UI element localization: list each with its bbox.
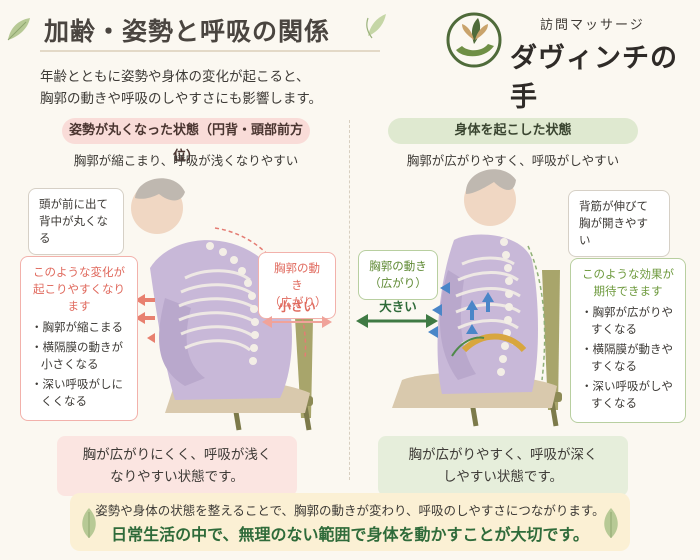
right-motion-value: 大きい (379, 299, 417, 314)
left-changes-callout: このような変化が 起こりやすくなります ・胸郭が縮こまる ・横隔膜の動きが小さく… (20, 256, 138, 421)
motion-label-line: （広がり） (269, 295, 327, 309)
changes-title-line: このような変化が (33, 265, 125, 279)
page-title: 加齢・姿勢と呼吸の関係 (44, 17, 331, 46)
hand-leaf-logo-icon (446, 12, 502, 68)
changes-title: このような変化が 起こりやすくなります (31, 264, 127, 315)
leaf-icon (7, 18, 30, 41)
summary-line: なりやすい状態です。 (110, 469, 244, 485)
effects-title-line: このような効果が (582, 267, 674, 281)
right-motion-label: 胸郭の動き （広がり） (358, 250, 438, 300)
list-item: ・胸郭が広がりやすくなる (581, 305, 673, 336)
brand-logo: 訪問マッサージ ダヴィンチの手 (440, 8, 690, 113)
hunched-posture-illustration (131, 178, 313, 431)
callout-line: 背筋が伸びて (579, 199, 648, 213)
leaf-icon (82, 508, 96, 538)
footer-line: 姿勢や身体の状態を整えることで、胸郭の動きが変わり、呼吸のしやすさにつながります… (95, 503, 605, 518)
effects-list: ・胸郭が広がりやすくなる ・横隔膜が動きやすくなる ・深い呼吸がしやすくなる (581, 304, 675, 412)
changes-title-line: 起こりやすくなります (33, 282, 125, 313)
intro-text: 年齢とともに姿勢や身体の変化が起こると、 胸郭の動きや呼吸のしやすさにも影響しま… (40, 66, 430, 110)
leaf-icon (366, 14, 386, 39)
list-item: ・横隔膜が動きやすくなる (581, 342, 673, 373)
right-section-subheading: 胸郭が広がりやすく、呼吸がしやすい (406, 153, 620, 168)
logo-name: ダヴィンチの手 (510, 43, 678, 113)
left-motion-label: 胸郭の動き （広がり） (258, 252, 336, 319)
effects-title-line: 期待できます (593, 284, 663, 298)
callout-line: 胸が開きやすい (579, 216, 648, 247)
left-summary: 胸が広がりにくく、呼吸が浅く なりやすい状態です。 (57, 436, 297, 496)
motion-label-line: （広がり） (369, 276, 427, 290)
double-arrow-icon (356, 314, 438, 328)
callout-line: 背中が丸くなる (39, 214, 108, 245)
double-arrow-icon (262, 316, 332, 328)
title-underline (40, 50, 380, 52)
center-divider (349, 120, 350, 480)
summary-line: しやすい状態です。 (442, 469, 563, 485)
summary-line: 胸が広がりやすく、呼吸が深く (408, 447, 598, 463)
summary-line: 胸が広がりにくく、呼吸が浅く (82, 447, 272, 463)
page-title-block: 加齢・姿勢と呼吸の関係 (22, 8, 402, 52)
right-effects-callout: このような効果が 期待できます ・胸郭が広がりやすくなる ・横隔膜が動きやすくな… (570, 258, 686, 423)
leaf-icon (604, 508, 618, 538)
footer-highlight: 日常生活の中で、無理のない範囲で身体を動かすことが大切です。 (111, 525, 589, 544)
upright-posture-illustration (392, 169, 562, 427)
list-item: ・胸郭が縮こまる (31, 320, 123, 334)
intro-line: 年齢とともに姿勢や身体の変化が起こると、 (40, 69, 310, 85)
callout-line: 頭が前に出て (39, 197, 108, 211)
left-section-heading: 姿勢が丸くなった状態（円背・頭部前方位） (62, 118, 310, 164)
right-summary: 胸が広がりやすく、呼吸が深く しやすい状態です。 (378, 436, 628, 496)
logo-subtitle: 訪問マッサージ (540, 18, 645, 33)
list-item: ・横隔膜の動きが小さくなる (31, 340, 123, 371)
effects-title: このような効果が 期待できます (581, 266, 675, 300)
footer-banner: 姿勢や身体の状態を整えることで、胸郭の動きが変わり、呼吸のしやすさにつながります… (70, 493, 630, 551)
list-item: ・深い呼吸がしにくくなる (31, 377, 123, 408)
motion-label-line: 胸郭の動き (274, 261, 320, 292)
left-section-subheading: 胸郭が縮こまり、呼吸が浅くなりやすい (73, 153, 299, 168)
intro-line: 胸郭の動きや呼吸のしやすさにも影響します。 (40, 91, 323, 107)
back-note-callout: 背筋が伸びて 胸が開きやすい (568, 190, 670, 257)
left-motion-value: 小さい (278, 299, 316, 314)
list-item: ・深い呼吸がしやすくなる (581, 379, 673, 410)
changes-list: ・胸郭が縮こまる ・横隔膜の動きが小さくなる ・深い呼吸がしにくくなる (31, 319, 127, 410)
motion-label-line: 胸郭の動き (369, 259, 427, 273)
right-section-heading: 身体を起こした状態 (388, 118, 638, 144)
head-note-callout: 頭が前に出て 背中が丸くなる (28, 188, 124, 255)
